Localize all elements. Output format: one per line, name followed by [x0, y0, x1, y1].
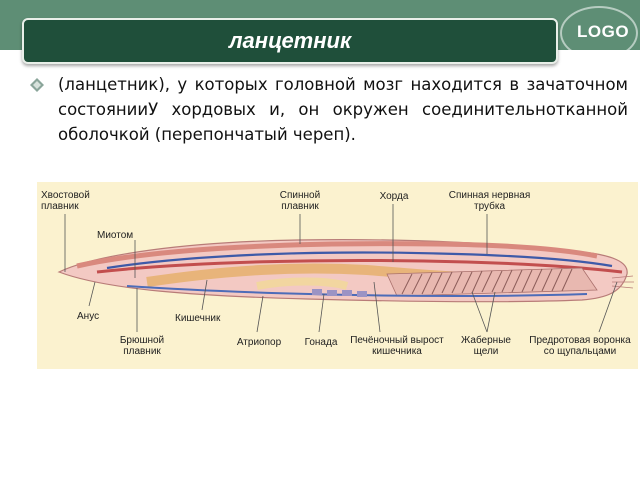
title-bar: ланцетник — [22, 18, 558, 64]
label-atriopore: Атриопор — [236, 337, 282, 348]
label-preoral-funnel: Предротовая воронка со щупальцами — [529, 335, 631, 357]
label-intestine: Кишечник — [175, 313, 221, 324]
logo: LOGO — [577, 22, 630, 41]
label-gill-slits: Жаберные щели — [461, 335, 511, 357]
lancelet-diagram: Хвостовой плавник Миотом Спинной плавник… — [37, 182, 638, 369]
logo-ring — [560, 6, 638, 60]
label-myotome: Миотом — [97, 230, 134, 241]
label-ventral-fin: Брюшной плавник — [119, 335, 165, 357]
page-title: ланцетник — [228, 28, 352, 53]
diamond-bullet-icon — [30, 78, 44, 92]
label-chord: Хорда — [379, 191, 409, 202]
label-anus: Анус — [77, 311, 100, 322]
label-neural-tube: Спинная нервная трубка — [448, 190, 531, 212]
label-liver-outgrowth: Печёночный вырост кишечника — [350, 335, 444, 357]
label-gonad: Гонада — [304, 337, 338, 348]
body-paragraph: (ланцетник), у которых головной мозг нах… — [58, 75, 628, 144]
lancelet-drawing — [57, 204, 634, 333]
label-tail-fin: Хвостовой плавник — [41, 190, 90, 212]
label-dorsal-fin: Спинной плавник — [279, 190, 321, 212]
